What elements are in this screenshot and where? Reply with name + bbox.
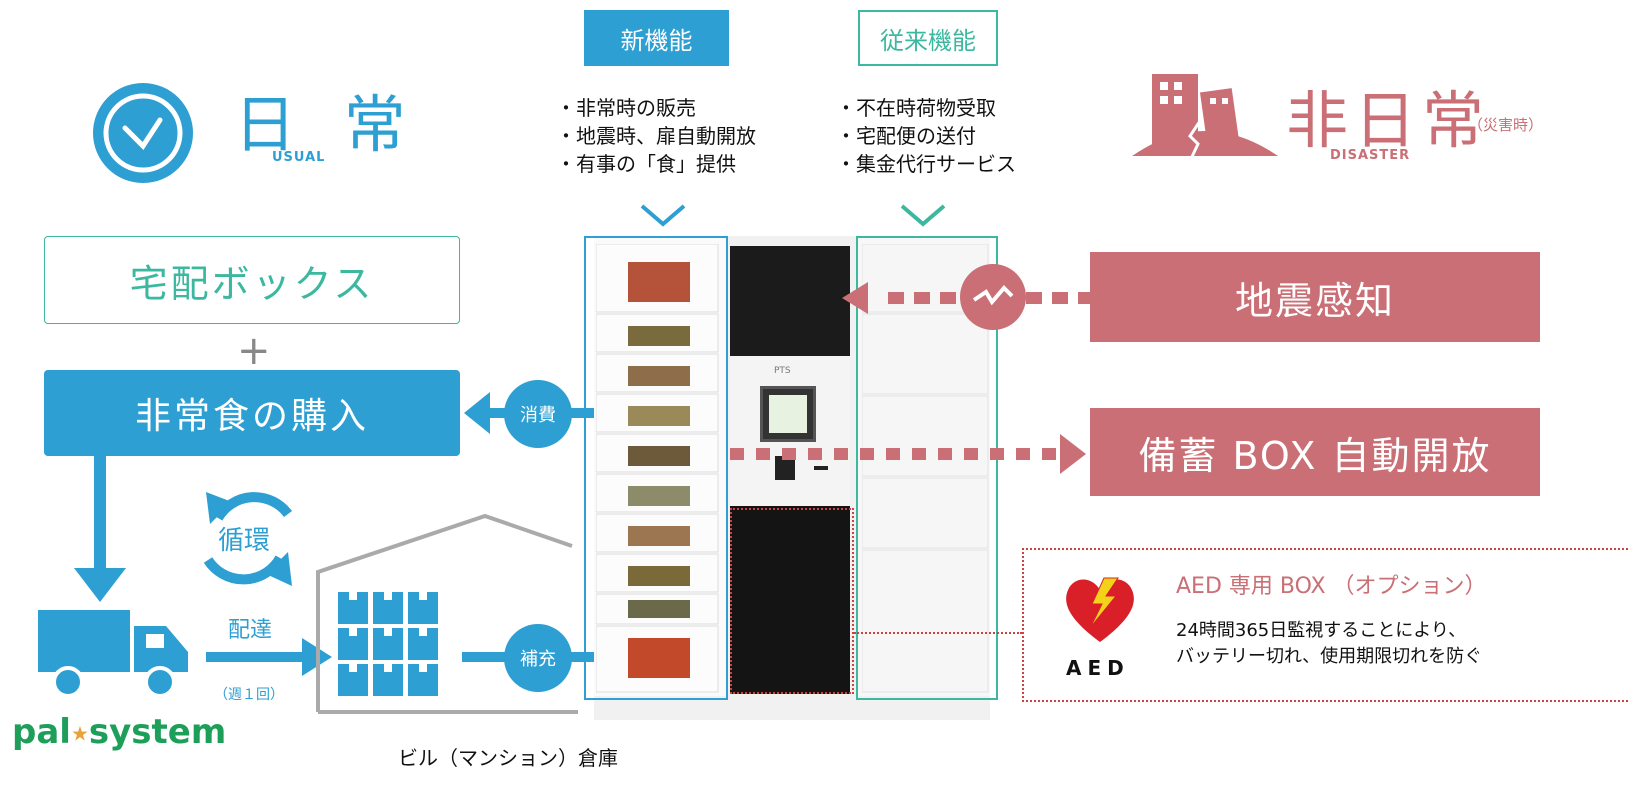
old-features-list: ・不在時荷物受取 ・宅配便の送付 ・集金代行サービス	[836, 94, 1016, 178]
locker-brand: PTS	[774, 366, 791, 376]
plus-sign: +	[237, 328, 271, 374]
aed-description-line: バッテリー切れ、使用期限切れを防ぐ	[1176, 646, 1483, 667]
parcel-drawers	[862, 244, 989, 693]
usual-subtitle: USUAL	[272, 150, 326, 165]
cycle-arrows-icon	[203, 492, 293, 586]
old-feature-item: ・宅配便の送付	[836, 124, 976, 148]
collapsed-building-icon	[1132, 74, 1278, 162]
slot	[814, 466, 828, 470]
stacked-boxes-icon	[338, 592, 438, 696]
aed-description-line: 24時間365日監視することにより、	[1176, 620, 1467, 641]
legacy-function-column	[856, 236, 998, 700]
new-features-list: ・非常時の販売 ・地震時、扉自動開放 ・有事の「食」提供	[556, 94, 756, 178]
warehouse-caption: ビル（マンション）倉庫	[398, 746, 618, 770]
old-feature-item: ・集金代行サービス	[836, 152, 1016, 176]
disaster-title: 非日常	[1286, 84, 1491, 157]
quake-detect-box: 地震感知	[1090, 252, 1540, 342]
consume-badge: 消費	[504, 380, 572, 448]
emergency-food-purchase-box: 非常食の購入	[44, 370, 460, 456]
aed-panel	[1022, 548, 1628, 702]
chevron-down-icon	[900, 204, 946, 227]
star-icon: ★	[70, 721, 89, 746]
truck-icon	[38, 610, 188, 698]
warehouse-outline	[316, 513, 578, 714]
refill-badge: 補充	[504, 624, 572, 692]
delivery-box-label: 宅配ボックス	[44, 236, 460, 324]
new-feature-item: ・有事の「食」提供	[556, 152, 736, 176]
cycle-label: 循環	[218, 526, 271, 556]
disaster-note: （災害時）	[1468, 116, 1544, 134]
usual-title: 日 常	[234, 88, 420, 161]
aed-description: 24時間365日監視することにより、 バッテリー切れ、使用期限切れを防ぐ	[1176, 618, 1482, 670]
aed-title: AED 専用 BOX （オプション）	[1176, 574, 1487, 599]
aed-box	[730, 506, 850, 694]
deliver-label: 配達	[228, 618, 273, 643]
locker-top-panel	[730, 246, 850, 356]
terminal-panel: PTS	[730, 356, 850, 506]
aed-heart-icon	[1066, 577, 1134, 642]
new-function-column	[584, 236, 728, 700]
palsystem-logo: pal★system	[12, 712, 226, 752]
card-reader	[775, 456, 795, 480]
terminal-screen	[760, 386, 816, 442]
tag-new-features: 新機能	[584, 10, 729, 66]
food-drawers	[596, 244, 719, 693]
seismic-alert-icon	[960, 264, 1026, 330]
auto-open-box: 備蓄 BOX 自動開放	[1090, 408, 1540, 496]
aed-box-outline	[730, 508, 854, 694]
aed-connector	[854, 632, 1022, 634]
new-feature-item: ・非常時の販売	[556, 96, 696, 120]
aed-label: AED	[1066, 656, 1130, 680]
deliver-frequency: （週１回）	[214, 687, 284, 703]
new-feature-item: ・地震時、扉自動開放	[556, 124, 756, 148]
disaster-subtitle: DISASTER	[1330, 148, 1411, 163]
old-feature-item: ・不在時荷物受取	[836, 96, 996, 120]
tag-old-features: 従来機能	[858, 10, 998, 66]
brand-part: pal	[12, 712, 71, 752]
down-arrow	[74, 456, 126, 602]
quake-arrow	[842, 282, 1090, 314]
clock-icon	[93, 83, 193, 183]
chevron-down-icon	[640, 204, 686, 227]
auto-open-arrow	[730, 434, 1086, 474]
brand-part: system	[88, 712, 227, 752]
